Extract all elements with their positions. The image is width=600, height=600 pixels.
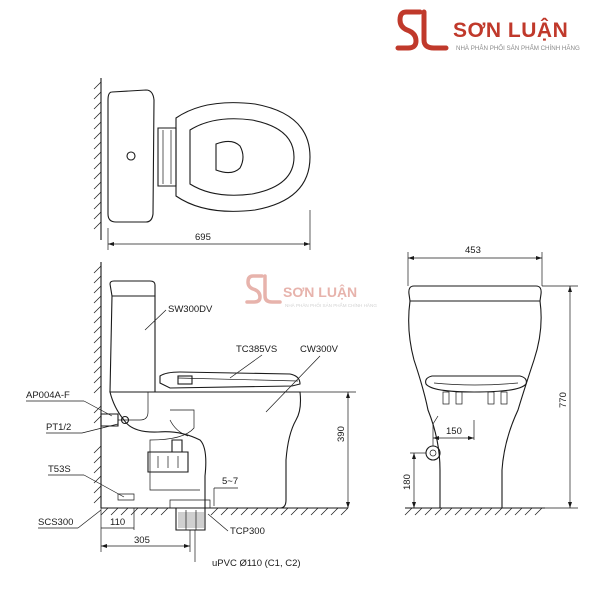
side-view-flange <box>169 499 211 509</box>
front-view-body <box>408 300 542 509</box>
label-hose: PT1/2 <box>46 422 71 433</box>
label-flange: SCS300 <box>38 517 73 528</box>
dim-gap: 5~7 <box>222 476 238 487</box>
side-view-tank-lid <box>109 280 156 297</box>
label-fixing: T53S <box>48 464 71 475</box>
front-view-floor-hatch <box>404 507 543 516</box>
front-view: 453 770 180 150 <box>402 245 578 516</box>
front-view-bolt-right <box>500 391 508 405</box>
side-view-screw <box>117 493 135 501</box>
top-view-wall-hatch <box>93 81 102 230</box>
top-view-bowl <box>189 118 295 196</box>
watermark: SƠN LUẬN NHÀ PHÂN PHỐI SẢN PHẨM CHÍNH HÃ… <box>245 274 377 308</box>
front-view-seat <box>425 375 527 393</box>
watermark-name: SƠN LUẬN <box>283 283 357 300</box>
side-view-bowl <box>109 391 302 509</box>
dim-roughing: 305 <box>134 535 150 546</box>
label-tank: SW300DV <box>168 304 213 315</box>
side-view-floor-hatch <box>100 507 349 516</box>
watermark-mark-icon <box>245 274 282 304</box>
dim-front-width: 453 <box>465 245 481 256</box>
side-view-valve <box>100 413 119 427</box>
front-view-tank-lid <box>408 285 542 302</box>
brand-mark-icon <box>395 9 449 51</box>
side-view-tank <box>109 295 156 393</box>
flush-button-icon <box>126 151 136 161</box>
top-view-tank <box>107 89 155 223</box>
side-view-hinge <box>177 375 193 385</box>
brand-logo: SƠN LUẬN NHÀ PHÂN PHỐI SẢN PHẨM CHÍNH HÃ… <box>395 9 580 52</box>
side-view-outlet-pipe <box>175 508 206 531</box>
brand-tagline: NHÀ PHÂN PHỐI SẢN PHẨM CHÍNH HÃNG <box>456 45 580 52</box>
top-view: 695 <box>93 78 311 250</box>
front-view-bolt-left <box>442 391 450 405</box>
label-ring: TCP300 <box>230 526 265 537</box>
watermark-tagline: NHÀ PHÂN PHỐI SẢN PHẨM CHÍNH HÃNG <box>285 302 377 308</box>
front-view-hose <box>432 415 439 446</box>
side-view-wall-hatch <box>93 265 102 504</box>
brand-name: SƠN LUẬN <box>453 18 568 42</box>
label-valve: AP004A-F <box>26 390 70 401</box>
label-pipe: uPVC Ø110 (C1, C2) <box>212 558 301 569</box>
top-view-hinge <box>157 127 177 187</box>
dim-wall-offset: 110 <box>110 517 125 528</box>
side-view-seat <box>159 371 301 389</box>
side-view: SW300DV TC385VS CW300V AP004A-F PT1/2 T5… <box>26 262 356 569</box>
dim-inlet-offset: 150 <box>446 426 462 437</box>
side-view-trapway <box>149 409 200 491</box>
top-view-seat <box>175 102 311 212</box>
dim-rim-height: 390 <box>336 426 347 442</box>
label-bowl: CW300V <box>300 344 339 355</box>
dim-inlet-height: 180 <box>402 474 413 490</box>
dim-total-height: 770 <box>558 392 569 408</box>
front-view-inlet-icon <box>425 445 441 461</box>
dim-top-width: 695 <box>195 232 211 243</box>
label-seat: TC385VS <box>236 344 277 355</box>
top-view-drain <box>215 140 244 174</box>
side-view-hose <box>118 392 149 421</box>
